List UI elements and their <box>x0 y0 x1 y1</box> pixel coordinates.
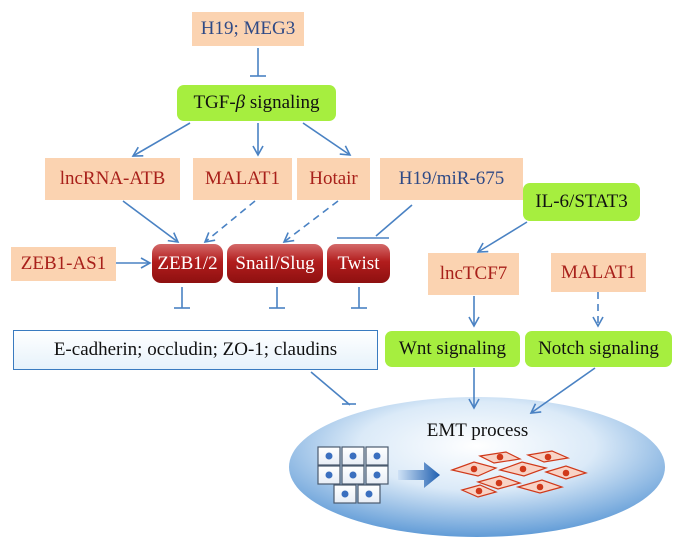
il6-stat3-node: IL-6/STAT3 <box>523 183 640 221</box>
lncrna-atb-node: lncRNA-ATB <box>45 158 180 200</box>
mesenchymal-cells-icon <box>449 450 588 498</box>
e-cadherin-node: E-cadherin; occludin; ZO-1; claudins <box>13 330 378 370</box>
arrow-malat1-zeb <box>203 200 256 244</box>
tgf-label: TGF- <box>193 92 236 113</box>
lnctcf7-node: lncTCF7 <box>428 253 519 295</box>
h19-mir675-node: H19/miR-675 <box>380 158 523 200</box>
tgf-signaling-label: signaling <box>245 92 320 113</box>
inhibit-h19meg3-tgf <box>250 48 266 77</box>
tgf-beta-symbol: β <box>235 92 246 113</box>
h19-meg3-node: H19; MEG3 <box>192 12 304 46</box>
snail-slug-node: Snail/Slug <box>227 244 323 283</box>
malat1-top-node: MALAT1 <box>193 158 292 200</box>
epithelial-cells-icon <box>317 446 389 504</box>
wnt-signaling-node: Wnt signaling <box>385 331 520 367</box>
zeb1-as1-node: ZEB1-AS1 <box>11 247 116 281</box>
arrow-il6-lnctcf7 <box>476 221 528 253</box>
malat1-right-node: MALAT1 <box>551 253 646 292</box>
notch-signaling-node: Notch signaling <box>525 331 672 367</box>
twist-node: Twist <box>327 244 390 283</box>
arrow-tgf-lncrna-atb <box>131 122 191 157</box>
zeb1-2-node: ZEB1/2 <box>152 244 223 283</box>
inhibit-h19mir675-twist <box>337 204 413 239</box>
transition-arrow-icon <box>398 462 440 488</box>
emt-process-label: EMT process <box>426 420 529 441</box>
tgf-beta-signaling-node: TGF-β signaling <box>177 85 336 121</box>
arrow-notch-emt <box>529 367 596 414</box>
hotair-node: Hotair <box>297 158 370 200</box>
inhibit-ecadherin-emt <box>310 371 356 406</box>
arrow-lncrna-atb-zeb <box>122 200 180 243</box>
inhibit-tf-ecadherin <box>174 287 367 309</box>
arrow-hotair-snail <box>282 200 339 243</box>
arrow-tgf-hotair <box>302 122 352 156</box>
